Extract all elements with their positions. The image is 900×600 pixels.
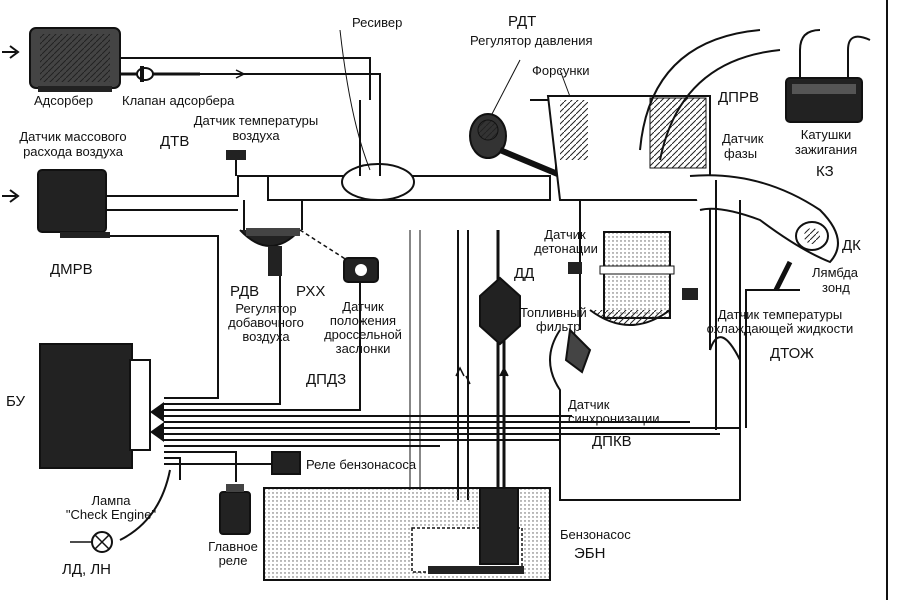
knock-sensor-label-2: детонации [534,241,598,256]
knock-sensor-label-1: Датчик [544,227,586,242]
check-engine-lamp-icon [70,531,113,553]
kz-label: КЗ [816,163,834,180]
rdt-label: РДТ [508,13,537,30]
vapor-line [120,57,371,100]
mass-air-flow-label-2: расхода воздуха [23,144,123,159]
phase-sensor-label-2: фазы [724,146,758,161]
adsorber [2,27,121,92]
check-engine-label-1: Лампа [91,493,131,508]
crankcase [549,329,741,501]
fuel-pump-relay-label: Реле бензонасоса [306,457,417,472]
throttle-position-sensor [299,229,379,283]
throttle-body [239,200,303,276]
tps-label-2: положения [329,313,397,328]
knock-sensor [568,262,582,274]
fuel-pump-label-1: Бензонасос [560,527,631,542]
receiver [267,29,551,201]
flow-arrow [235,69,246,79]
dpdz-label: ДПДЗ [306,371,347,388]
sync-sensor-label-2: синхронизации [568,411,660,426]
injectors-label: Форсунки [532,63,590,78]
lambda-label-2: зонд [822,280,850,295]
fuel-filter-label-1: Топливный [520,305,587,320]
engine-block [546,95,741,501]
rxx-label: РХХ [296,283,326,300]
lambda-probe [773,260,793,292]
main-relay [219,484,251,535]
adsorber-valve-label: Клапан адсорбера [122,93,235,108]
fuel-tank [263,487,551,581]
coolant-temp-label-2: охлаждающей жидкости [706,321,854,336]
dtv-label: ДТВ [160,133,190,150]
dmrv-label: ДМРВ [50,261,93,278]
fuel-filter [479,276,521,346]
piston [603,231,671,319]
ignition-coils-label-1: Катушки [800,127,852,142]
fuel-pump-label-2: ЭБН [574,545,606,562]
dd-label: ДД [514,265,535,282]
aux-air-label-2: добавочного [228,315,304,330]
exhaust-manifold [689,174,839,292]
tps-label-4: заслонки [335,341,391,356]
mass-air-flow-label-1: Датчик массового [19,129,127,144]
air-temp-sensor-label-1: Датчик температуры [193,113,319,128]
check-engine-label-2: "Check Engine" [65,507,157,522]
main-relay-label-2: реле [218,553,248,568]
aux-air-label-1: Регулятор [235,301,297,316]
bu-label: БУ [6,393,26,410]
pressure-regulator-label: Регулятор давления [470,33,593,48]
dpkv-label: ДПКВ [592,433,632,450]
tps-label-3: дроссельной [324,327,402,342]
lambda-label-1: Лямбда [812,265,859,280]
dprv-label: ДПРВ [718,89,759,106]
dk-label: ДК [842,237,861,254]
air-inlet-arrow [2,189,20,203]
coolant-temp-sensor [682,288,698,300]
wiring-harness [110,180,800,541]
tps-label-1: Датчик [342,299,384,314]
air-temp-sensor [226,150,246,176]
dtozh-label: ДТОЖ [770,345,814,362]
main-relay-label-1: Главное [208,539,258,554]
air-temp-sensor-label-2: воздуха [232,128,280,143]
adsorber-valve [120,66,200,82]
aux-air-label-3: воздуха [242,329,290,344]
ld-ln-label: ЛД, ЛН [62,561,112,578]
fuel-lines [409,230,509,500]
fuel-pump-relay [271,451,301,475]
sync-sensor-label-1: Датчик [568,397,610,412]
coolant-temp-label-1: Датчик температуры [717,307,843,322]
mass-air-flow-sensor [2,169,110,238]
ecu [39,343,164,469]
ignition-coils-label-2: зажигания [794,142,858,157]
air-inlet-arrow [2,45,20,59]
phase-sensor-label-1: Датчик [722,131,764,146]
receiver-label: Ресивер [352,15,403,30]
fuel-filter-label-2: фильтр [536,319,581,334]
pressure-regulator [469,59,562,178]
crank-sensor [564,327,592,374]
ignition-coils [639,29,871,161]
adsorber-label: Адсорбер [34,93,94,108]
rdv-label: РДВ [230,283,260,300]
